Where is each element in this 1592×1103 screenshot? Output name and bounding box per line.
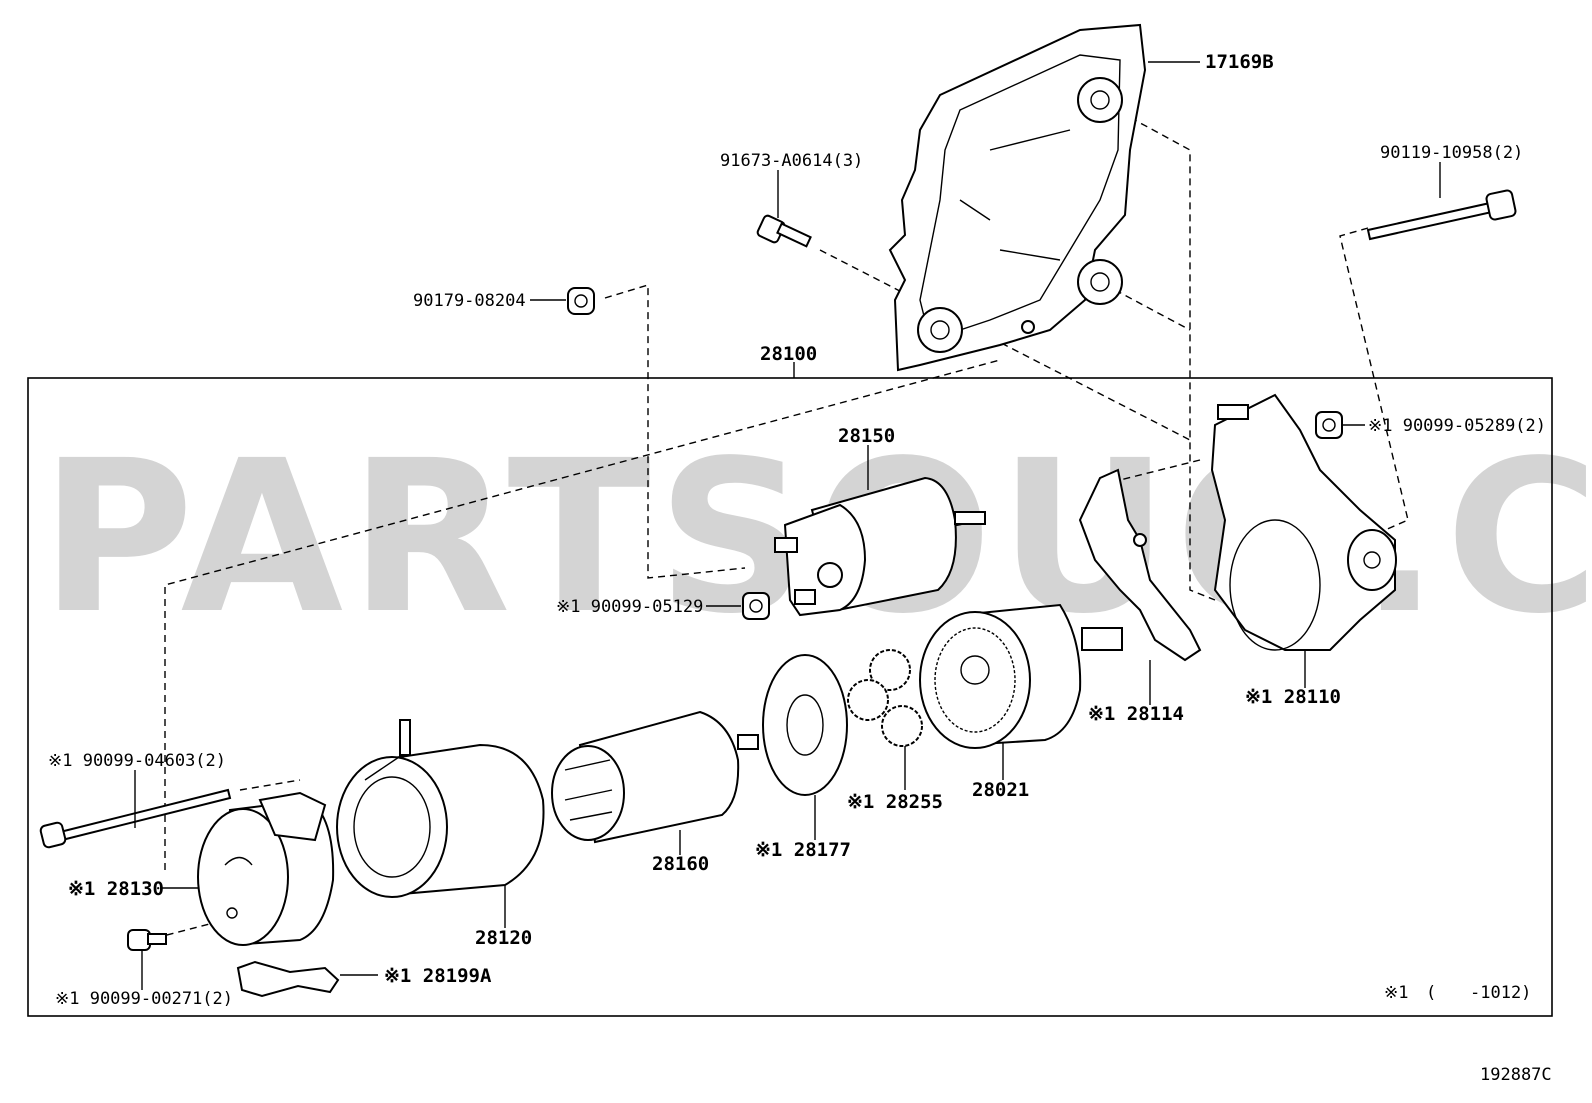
clutch-28021 <box>919 603 1123 749</box>
lever-28114 <box>1078 468 1202 662</box>
housing-28110 <box>1210 393 1397 651</box>
label-28114: ※1 28114 <box>1088 703 1184 725</box>
solenoid-28150 <box>774 476 986 617</box>
footnote-mark: ※1 <box>1384 983 1408 1003</box>
diagram-id: 192887C <box>1480 1065 1552 1085</box>
label-28150: 28150 <box>838 425 895 447</box>
grommet-28199A <box>236 960 340 998</box>
screw-90099-00271 <box>127 929 167 951</box>
label-28021: 28021 <box>972 779 1029 801</box>
footnote-range: -1012) <box>1470 983 1531 1003</box>
label-28160: 28160 <box>652 853 709 875</box>
yoke-28120 <box>336 719 545 898</box>
label-90119: 90119-10958(2) <box>1380 143 1523 163</box>
leader-lines <box>134 61 1441 990</box>
nut-90099-05129 <box>742 592 770 620</box>
bolt-90099-04603 <box>39 788 232 849</box>
footnote-open: ( <box>1426 983 1436 1003</box>
label-28177: ※1 28177 <box>755 839 851 861</box>
end-frame-28130 <box>197 791 335 946</box>
label-90099-05129: ※1 90099-05129 <box>556 597 703 617</box>
label-90099-04603: ※1 90099-04603(2) <box>48 751 226 771</box>
part-labels: 17169B 91673-A0614(3) 90119-10958(2) 901… <box>48 51 1546 1009</box>
gears-28255 <box>847 649 923 747</box>
label-90179: 90179-08204 <box>413 291 526 311</box>
label-28130: ※1 28130 <box>68 878 164 900</box>
label-91673: 91673-A0614(3) <box>720 151 863 171</box>
armature-28160 <box>551 710 759 844</box>
washer-28177 <box>762 654 848 796</box>
label-28110: ※1 28110 <box>1245 686 1341 708</box>
nut-90179 <box>567 287 595 315</box>
label-28199A: ※1 28199A <box>384 965 492 987</box>
label-28120: 28120 <box>475 927 532 949</box>
footnote: ※1 ( -1012) <box>1384 983 1531 1003</box>
label-90099-00271: ※1 90099-00271(2) <box>55 989 233 1009</box>
nut-90099-05289 <box>1315 411 1343 439</box>
label-90099-05289: ※1 90099-05289(2) <box>1368 416 1546 436</box>
bolt-91673 <box>756 214 812 248</box>
assembly-frame <box>27 377 1553 1017</box>
label-28100: 28100 <box>760 343 817 365</box>
label-28255: ※1 28255 <box>847 791 943 813</box>
label-17169B: 17169B <box>1205 51 1274 73</box>
heat-shield-17169B <box>888 23 1147 372</box>
bolt-90119 <box>1366 189 1517 241</box>
